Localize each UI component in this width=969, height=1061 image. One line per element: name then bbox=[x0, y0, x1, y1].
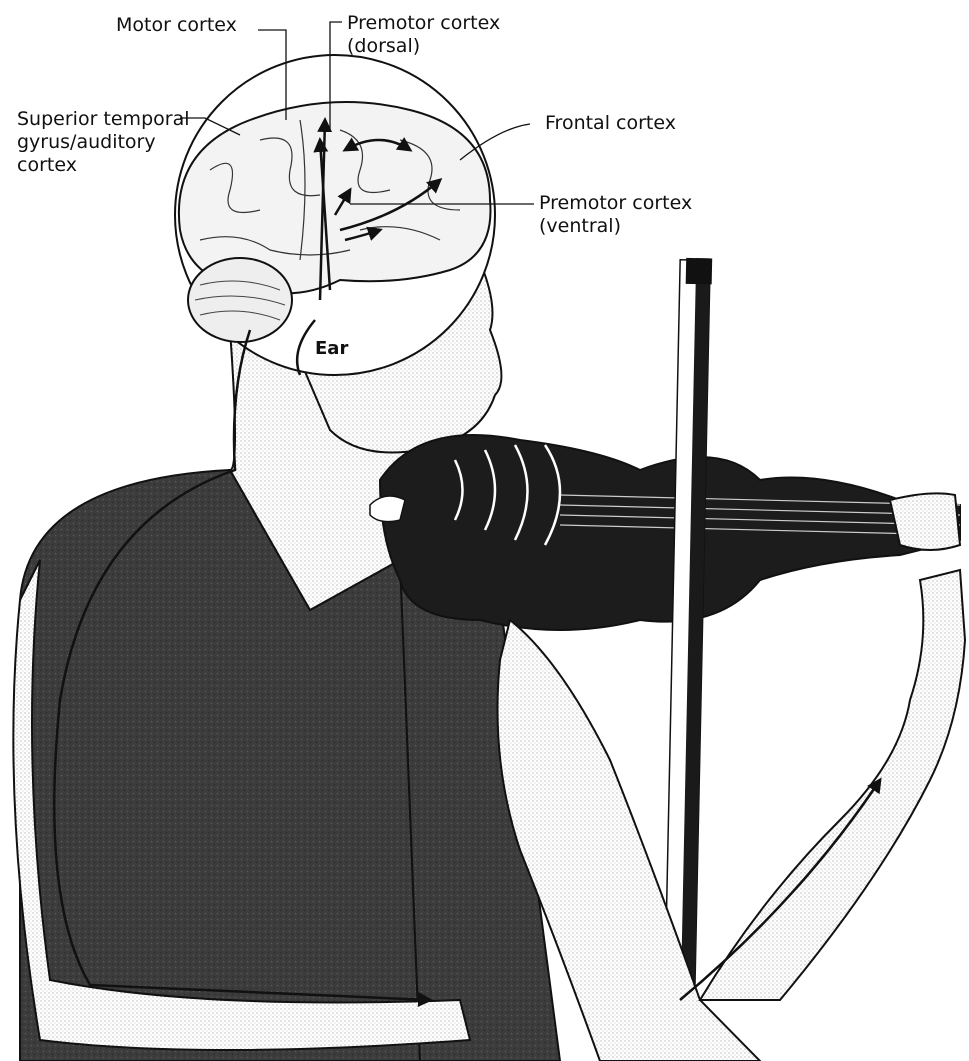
label-premotor-dorsal-line2: (dorsal) bbox=[347, 35, 500, 58]
label-premotor-ventral: Premotor cortex (ventral) bbox=[539, 192, 692, 238]
label-superior-temporal-line2: gyrus/auditory bbox=[17, 131, 189, 154]
label-superior-temporal-line1: Superior temporal bbox=[17, 108, 189, 131]
label-premotor-ventral-line1: Premotor cortex bbox=[539, 192, 692, 215]
label-ear-text: Ear bbox=[315, 337, 348, 360]
label-frontal-cortex: Frontal cortex bbox=[545, 112, 676, 135]
label-premotor-dorsal-line1: Premotor cortex bbox=[347, 12, 500, 35]
right-forearm bbox=[700, 570, 965, 1000]
label-superior-temporal-line3: cortex bbox=[17, 154, 189, 177]
label-superior-temporal: Superior temporal gyrus/auditory cortex bbox=[17, 108, 189, 177]
label-motor-cortex: Motor cortex bbox=[116, 14, 237, 37]
chin-rest bbox=[370, 496, 405, 522]
cerebellum bbox=[188, 258, 292, 342]
label-ear: Ear bbox=[315, 337, 348, 360]
left-hand bbox=[890, 493, 960, 550]
label-premotor-dorsal: Premotor cortex (dorsal) bbox=[347, 12, 500, 58]
label-motor-cortex-text: Motor cortex bbox=[116, 14, 237, 37]
label-premotor-ventral-line2: (ventral) bbox=[539, 215, 692, 238]
label-frontal-cortex-text: Frontal cortex bbox=[545, 112, 676, 135]
